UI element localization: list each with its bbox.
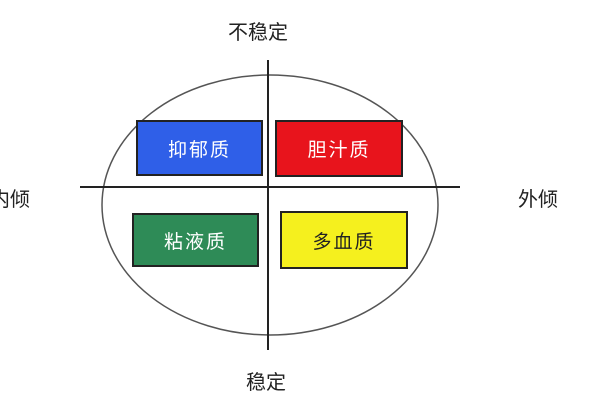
quadrant-label: 抑郁质 (167, 138, 231, 161)
quadrant-label: 胆汁质 (307, 139, 371, 161)
quadrant-melancholic: 抑郁质 (136, 120, 263, 176)
quadrant-sanguine: 多血质 (280, 211, 408, 269)
quadrant-choleric: 胆汁质 (275, 120, 403, 177)
quadrant-label: 粘液质 (163, 230, 227, 253)
quadrant-phlegmatic: 粘液质 (132, 213, 259, 267)
axis-label-left: 内倾 (0, 187, 30, 211)
axis-label-top: 不稳定 (228, 20, 288, 44)
axis-label-right: 外倾 (518, 187, 558, 211)
outer-ellipse (101, 74, 439, 336)
axis-label-bottom: 稳定 (246, 370, 286, 394)
quadrant-label: 多血质 (312, 230, 376, 253)
